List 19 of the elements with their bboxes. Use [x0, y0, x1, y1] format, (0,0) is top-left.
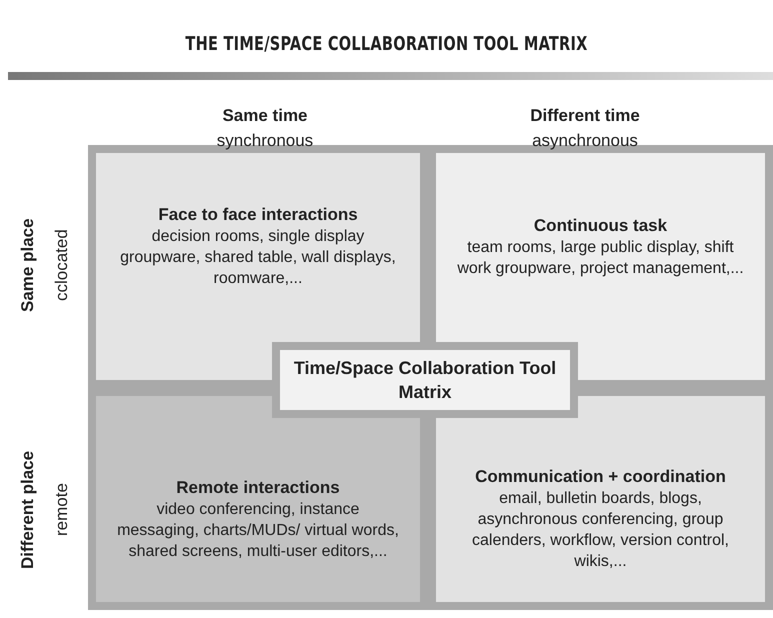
row-header: remote [52, 482, 72, 538]
column-header: asynchronous [531, 131, 639, 151]
quadrant-heading: Communication + coordination [474, 466, 727, 488]
quadrant-description: email, bulletin boards, blogs, asynchronous conferencing, group calenders, workflow, version control, wikis,... [471, 489, 730, 572]
quadrant-description: decision rooms, single display groupware, shared table, wall displays, roomware,... [119, 227, 397, 289]
quadrant-description: team rooms, large public display, shift work groupware, project management,... [456, 238, 745, 278]
box-title: Time/Space Collaboration Tool Matrix [292, 357, 558, 404]
quadrant-description: video conferencing, instance messaging, charts/MUDs/ virtual words, shared screens, multi-user editors,... [116, 500, 400, 562]
quadrant-heading: Face to face interactions [157, 204, 359, 226]
center-box [272, 342, 578, 418]
column-header: Same time [221, 106, 309, 126]
row-header: Same place [18, 217, 38, 314]
row-header: Different place [18, 450, 38, 572]
row-header: cclocated [52, 228, 72, 303]
title: THE TIME/SPACE COLLABORATION TOOL MATRIX [184, 33, 589, 55]
column-header: synchronous [216, 131, 314, 151]
column-header: Different time [529, 106, 641, 126]
quadrant-heading: Remote interactions [175, 476, 341, 498]
quadrant-heading: Continuous task [532, 214, 668, 236]
